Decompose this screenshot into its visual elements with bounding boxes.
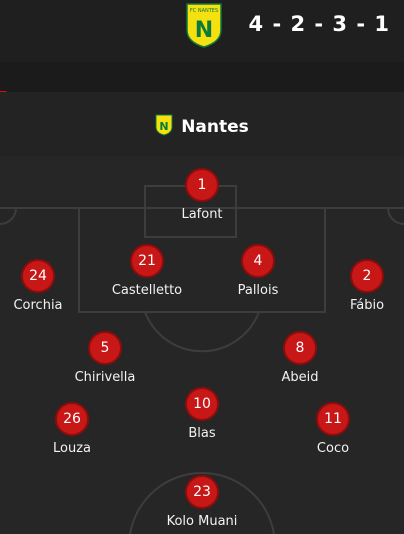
player-name: Chirivella: [74, 370, 136, 385]
divider-band: [0, 62, 404, 92]
player-number: 23: [185, 475, 219, 509]
crest-monogram: N: [195, 18, 213, 43]
team-crest-monogram: N: [160, 120, 169, 133]
player-abeid[interactable]: 8 Abeid: [245, 331, 355, 385]
top-bar: FC NANTES N 4 - 2 - 3 - 1: [0, 0, 404, 62]
player-fabio[interactable]: 2 Fábio: [312, 259, 404, 313]
formation-label: 4 - 2 - 3 - 1: [248, 12, 390, 36]
player-kolo-muani[interactable]: 23 Kolo Muani: [147, 475, 257, 529]
player-name: Castelletto: [111, 283, 183, 298]
player-number: 5: [88, 331, 122, 365]
player-number: 1: [185, 168, 219, 202]
team-crest-icon: N: [155, 114, 173, 136]
player-coco[interactable]: 11 Coco: [278, 402, 388, 456]
player-name: Corchia: [13, 298, 63, 313]
player-number: 11: [316, 402, 350, 436]
pitch: 1 Lafont 24 Corchia 21 Castelletto 4 Pal…: [0, 156, 404, 534]
team-title[interactable]: N Nantes: [0, 114, 404, 137]
player-chirivella[interactable]: 5 Chirivella: [50, 331, 160, 385]
player-name: Fábio: [349, 298, 385, 313]
player-name: Lafont: [181, 207, 223, 222]
player-number: 8: [283, 331, 317, 365]
player-name: Pallois: [237, 283, 279, 298]
player-number: 26: [55, 402, 89, 436]
player-pallois[interactable]: 4 Pallois: [203, 244, 313, 298]
player-name: Blas: [188, 426, 216, 441]
crest-text: FC NANTES: [190, 8, 218, 14]
player-name: Kolo Muani: [166, 514, 238, 529]
player-number: 10: [185, 387, 219, 421]
player-number: 24: [21, 259, 55, 293]
player-louza[interactable]: 26 Louza: [17, 402, 127, 456]
player-name: Louza: [53, 441, 91, 456]
player-lafont[interactable]: 1 Lafont: [147, 168, 257, 222]
team-name: Nantes: [181, 117, 249, 137]
player-name: Abeid: [281, 370, 319, 385]
player-number: 4: [241, 244, 275, 278]
player-blas[interactable]: 10 Blas: [147, 387, 257, 441]
player-castelletto[interactable]: 21 Castelletto: [92, 244, 202, 298]
player-number: 2: [350, 259, 384, 293]
fc-nantes-crest-icon: FC NANTES N: [186, 3, 222, 48]
team-header: [0, 92, 404, 156]
player-number: 21: [130, 244, 164, 278]
pitch-lines: [0, 185, 404, 534]
player-corchia[interactable]: 24 Corchia: [0, 259, 93, 313]
player-name: Coco: [316, 441, 350, 456]
